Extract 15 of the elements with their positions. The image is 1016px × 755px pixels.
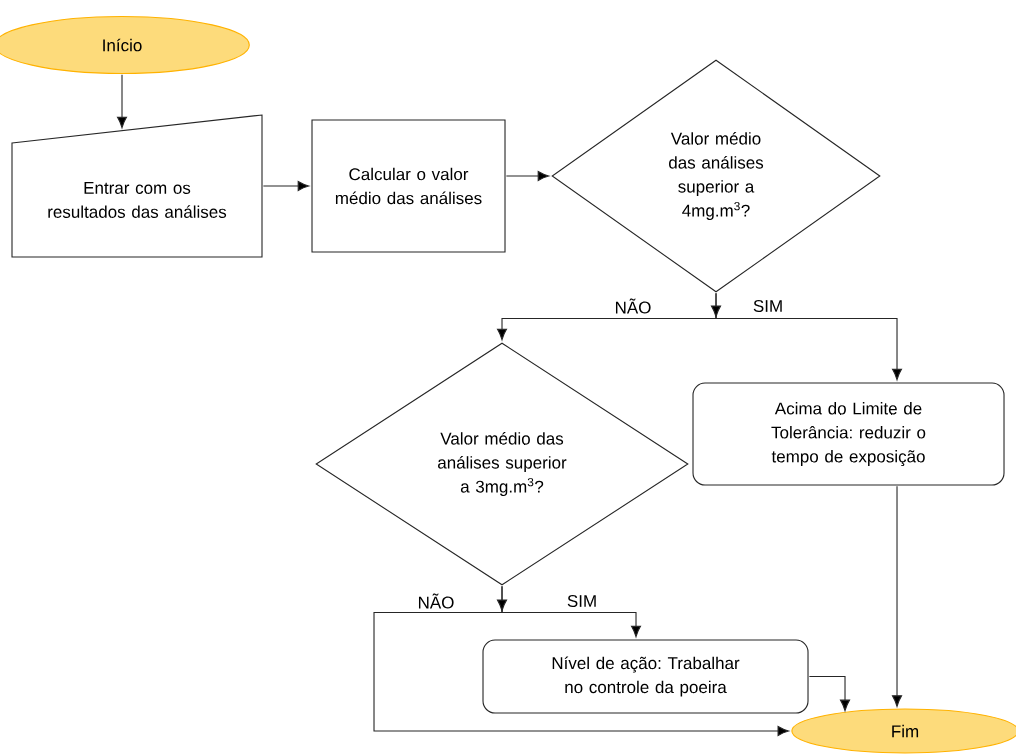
arrow xyxy=(496,585,642,638)
process-box: Calcular o valor médio das análises xyxy=(311,119,506,253)
edge-label: NÃO xyxy=(416,592,456,610)
arrow xyxy=(892,485,903,707)
arrow xyxy=(711,292,903,381)
arrow xyxy=(505,170,550,182)
edge-label: SIM xyxy=(751,299,785,313)
arrow xyxy=(262,180,310,192)
process-box: Acima do Limite de Tolerância: reduzir o tempo de exposição xyxy=(692,382,1005,486)
process-box: Nível de ação: Trabalhar no controle da poeira xyxy=(482,639,809,714)
arrow xyxy=(808,675,851,712)
arrow xyxy=(116,74,128,129)
edge-label: SIM xyxy=(565,594,599,608)
edge-label: NÃO xyxy=(613,297,653,315)
input-box: Entrar com os resultados das análises xyxy=(11,114,263,258)
